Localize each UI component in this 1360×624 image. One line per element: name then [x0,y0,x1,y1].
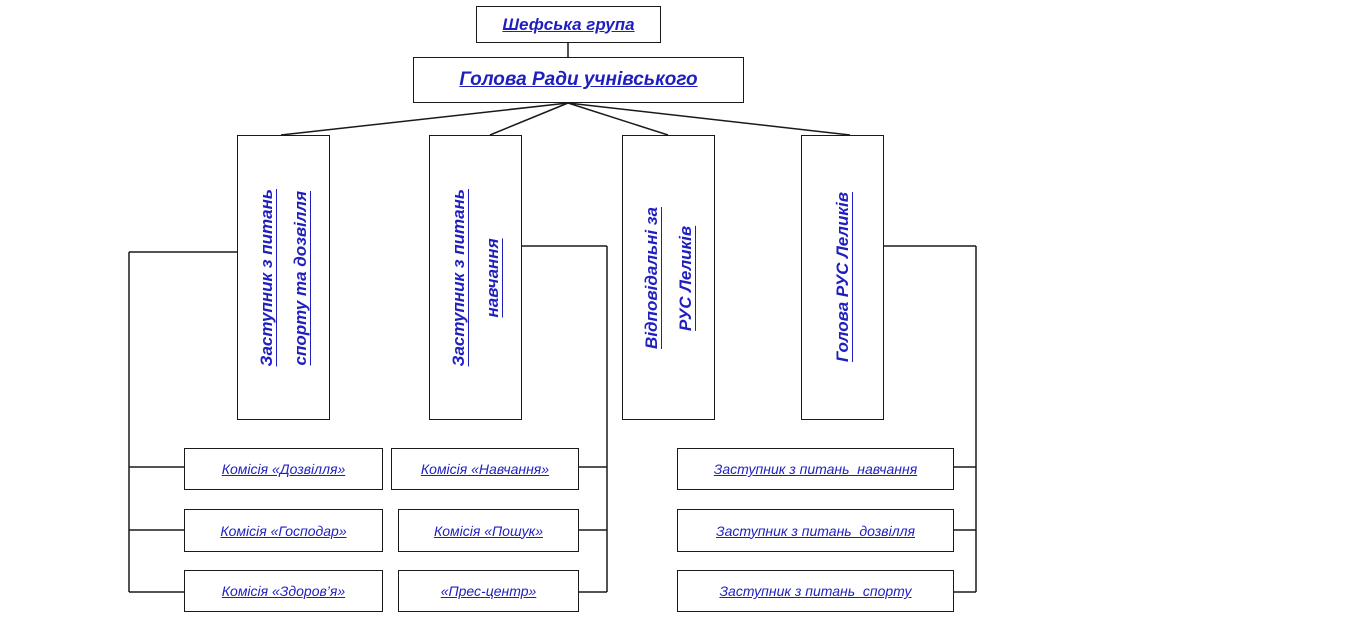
deputy-label-responsible: Відповідальні за РУС Леликів [641,206,695,349]
right-deputy-label: Заступник з питань спорту [719,583,912,599]
right-deputy-label: Заступник з питань дозвілля [715,522,915,539]
commission-box-host: Комісія «Господар» [184,509,383,552]
commission-box-education: Комісія «Навчання» [391,448,579,490]
top-group-label: Шефська група [502,14,635,34]
commission-box-press: «Прес-центр» [398,570,579,612]
deputy-box-head-rus: Голова РУС Леликів [801,135,884,420]
top-group-box: Шефська група [476,6,661,43]
right-deputy-box-education: Заступник з питань навчання [677,448,954,490]
commission-label: Комісія «Пошук» [434,522,543,539]
commission-label: Комісія «Дозвілля» [221,461,346,477]
deputy-box-education: Заступник з питань навчання [429,135,522,420]
commission-label: Комісія «Господар» [220,522,347,539]
head-label: Голова Ради учнівського [459,69,698,90]
right-deputy-box-leisure: Заступник з питань дозвілля [677,509,954,552]
right-deputy-label: Заступник з питань навчання [713,461,918,477]
commission-box-search: Комісія «Пошук» [398,509,579,552]
deputy-box-responsible: Відповідальні за РУС Леликів [622,135,715,420]
right-deputy-box-sport: Заступник з питань спорту [677,570,954,612]
deputy-label-education: Заступник з питань навчання [448,188,502,367]
deputy-label-sport-leisure: Заступник з питань спорту та дозвілля [256,188,310,367]
head-box: Голова Ради учнівського [413,57,744,103]
commission-label: Комісія «Навчання» [420,461,550,477]
commission-label: Комісія «Здоров’я» [221,583,346,599]
commission-label: «Прес-центр» [440,583,537,599]
deputy-label-head-rus: Голова РУС Леликів [832,192,852,363]
deputy-box-sport-leisure: Заступник з питань спорту та дозвілля [237,135,330,420]
commission-box-health: Комісія «Здоров’я» [184,570,383,612]
commission-box-leisure: Комісія «Дозвілля» [184,448,383,490]
